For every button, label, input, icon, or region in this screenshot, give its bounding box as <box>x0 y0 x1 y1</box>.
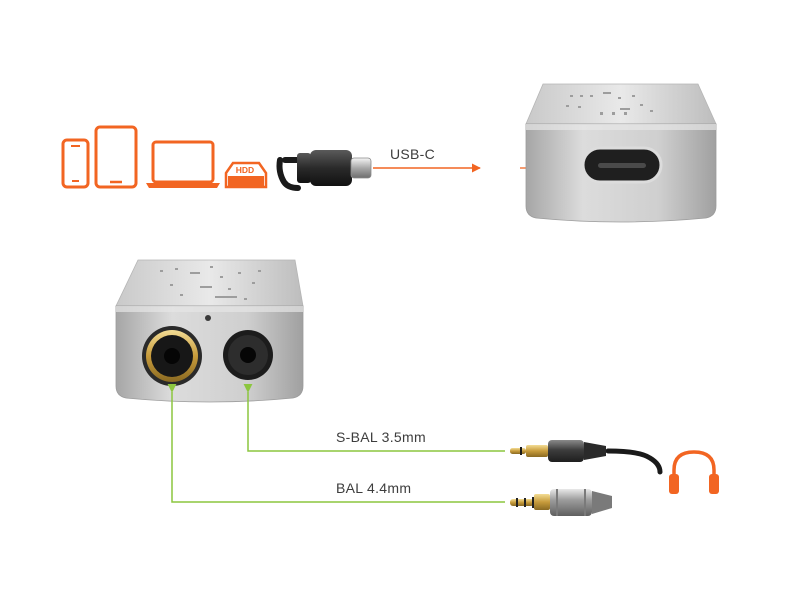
bal-4-4mm-plug <box>510 489 649 516</box>
tablet-icon <box>94 125 138 189</box>
usb-c-cable <box>276 150 372 191</box>
bal-connection-line <box>171 426 505 503</box>
dac-front-view <box>115 259 304 403</box>
s-bal-connection-line <box>247 426 505 452</box>
hdd-text: HDD <box>236 165 254 175</box>
usb-c-label: USB-C <box>390 146 436 162</box>
bal-4-4mm-jack <box>142 326 202 386</box>
s-bal-3-5mm-jack <box>223 330 273 380</box>
laptop-icon <box>146 140 220 188</box>
s-bal-label: S-BAL 3.5mm <box>336 429 426 445</box>
dac-rear-view <box>525 83 717 223</box>
smartphone-icon <box>61 138 90 189</box>
headphones-icon <box>669 450 719 494</box>
s-bal-3-5mm-plug <box>510 440 663 475</box>
hdd-icon: HDD <box>224 161 268 189</box>
bal-label: BAL 4.4mm <box>336 480 412 496</box>
